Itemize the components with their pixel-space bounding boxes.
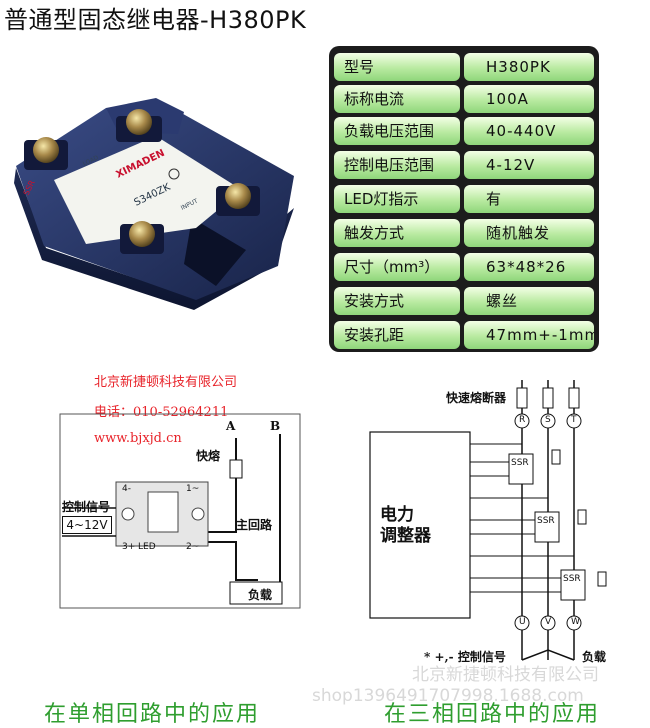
spec-value: 47mm+-1mm [464,321,594,349]
page-title: 普通型固态继电器-H380PK [4,6,307,34]
terminal-1-label: 1~ [186,484,200,494]
spec-key: 型号 [334,53,460,81]
phase-u-label: U [519,617,526,627]
caption-single-phase: 在单相回路中的应用 [44,702,261,727]
phase-t-label: T [571,415,577,425]
spec-value: 有 [464,185,594,213]
company-phone: 电话：010-52964211 [94,405,229,420]
ce-mark-icon [168,168,180,180]
spec-value: 4-12V [464,151,594,179]
phase-r-label: R [519,415,526,425]
spec-value: 螺丝 [464,287,594,315]
line-b-label: B [270,419,281,433]
spec-key: LED灯指示 [334,185,460,213]
spec-key: 尺寸（mm³） [334,253,460,281]
ssr-3-label: SSR [563,574,581,584]
spec-key: 控制电压范围 [334,151,460,179]
company-name: 北京新捷顿科技有限公司 [94,375,238,390]
caption-three-phase: 在三相回路中的应用 [384,702,601,727]
regulator-line2: 调整器 [380,526,431,546]
relay-photo: XIMADEN S340ZK LOAD INPUT SSR [14,98,294,310]
product-label: XIMADEN S340ZK LOAD INPUT SSR [22,136,242,244]
spec-value: 40-440V [464,117,594,145]
watermark-shop: shop1396491707998.1688.com [312,686,584,706]
terminal-2-label: 2~ [186,542,200,552]
spec-key: 安装孔距 [334,321,460,349]
spec-key: 标称电流 [334,85,460,113]
diagram-frame [59,413,301,609]
ssr-1-label: SSR [511,458,529,468]
phase-w-label: W [571,617,580,627]
load-label: 负载 [248,588,273,602]
ssr-2-label: SSR [537,516,555,526]
ssr-block-3 [560,569,586,601]
spec-value: 63*48*26 [464,253,594,281]
ssr-plus-label: 3+ [122,542,136,552]
three-phase-diagram [369,380,607,661]
spec-value: 100A [464,85,594,113]
voltage-box: 4~12V [62,516,112,534]
spec-value: 随机触发 [464,219,594,247]
spec-key: 负载电压范围 [334,117,460,145]
three-phase-control-label: * +,- 控制信号 [424,650,506,664]
phase-v-label: V [545,617,552,627]
power-regulator-box [369,431,471,619]
terminal-screw-icon [24,109,260,254]
regulator-line1: 电力 [380,505,414,525]
fuse-label: 快熔 [196,449,221,463]
ssr-block-1 [508,453,534,485]
line-a-label: A [226,419,236,433]
spec-key: 触发方式 [334,219,460,247]
load-box [229,581,283,605]
led-label: LED [138,542,156,552]
fast-fuse-label: 快速熔断器 [446,391,507,405]
fuse-symbol [229,459,243,479]
ssr-minus-label: 4- [122,484,131,494]
company-website[interactable]: www.bjxjd.cn [94,431,182,446]
watermark-company: 北京新捷顿科技有限公司 [412,665,599,685]
three-phase-load-label: 负载 [582,650,607,664]
control-signal-label: 控制信号 [62,500,111,514]
spec-value: H380PK [464,53,594,81]
single-phase-diagram [59,413,301,609]
main-circuit-label: 主回路 [236,518,273,532]
phase-s-label: S [545,415,551,425]
spec-key: 安装方式 [334,287,460,315]
ssr-block-2 [534,511,560,543]
